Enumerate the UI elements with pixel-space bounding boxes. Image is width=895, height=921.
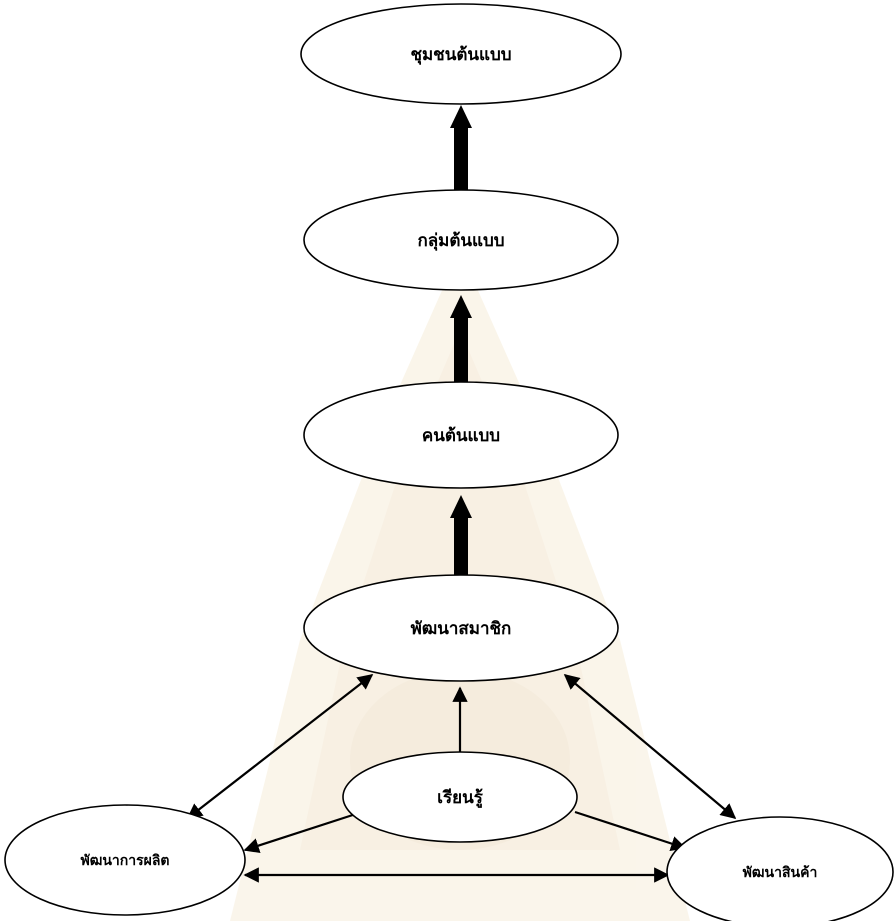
node-learning-label: เรียนรู้ bbox=[437, 787, 484, 809]
node-members-label: พัฒนาสมาชิก bbox=[411, 619, 512, 639]
node-community: ชุมชนต้นแบบ bbox=[300, 3, 622, 105]
node-person-label: คนต้นแบบ bbox=[422, 426, 500, 446]
arrow-members-to-person bbox=[450, 495, 472, 580]
node-product: พัฒนาสินค้า bbox=[666, 816, 894, 921]
node-production: พัฒนาการผลิต bbox=[4, 804, 246, 916]
node-product-label: พัฒนาสินค้า bbox=[743, 865, 818, 881]
node-person: คนต้นแบบ bbox=[303, 381, 619, 489]
node-production-label: พัฒนาการผลิต bbox=[80, 853, 169, 869]
arrow-production-members bbox=[186, 674, 374, 819]
node-members: พัฒนาสมาชิก bbox=[303, 574, 619, 682]
node-group-label: กลุ่มต้นแบบ bbox=[417, 231, 504, 251]
arrow-product-members bbox=[563, 674, 737, 819]
node-group: กลุ่มต้นแบบ bbox=[303, 189, 619, 291]
node-community-label: ชุมชนต้นแบบ bbox=[410, 45, 511, 65]
arrow-person-to-group bbox=[450, 295, 472, 383]
arrow-group-to-community bbox=[450, 105, 472, 190]
node-learning: เรียนรู้ bbox=[342, 751, 578, 843]
